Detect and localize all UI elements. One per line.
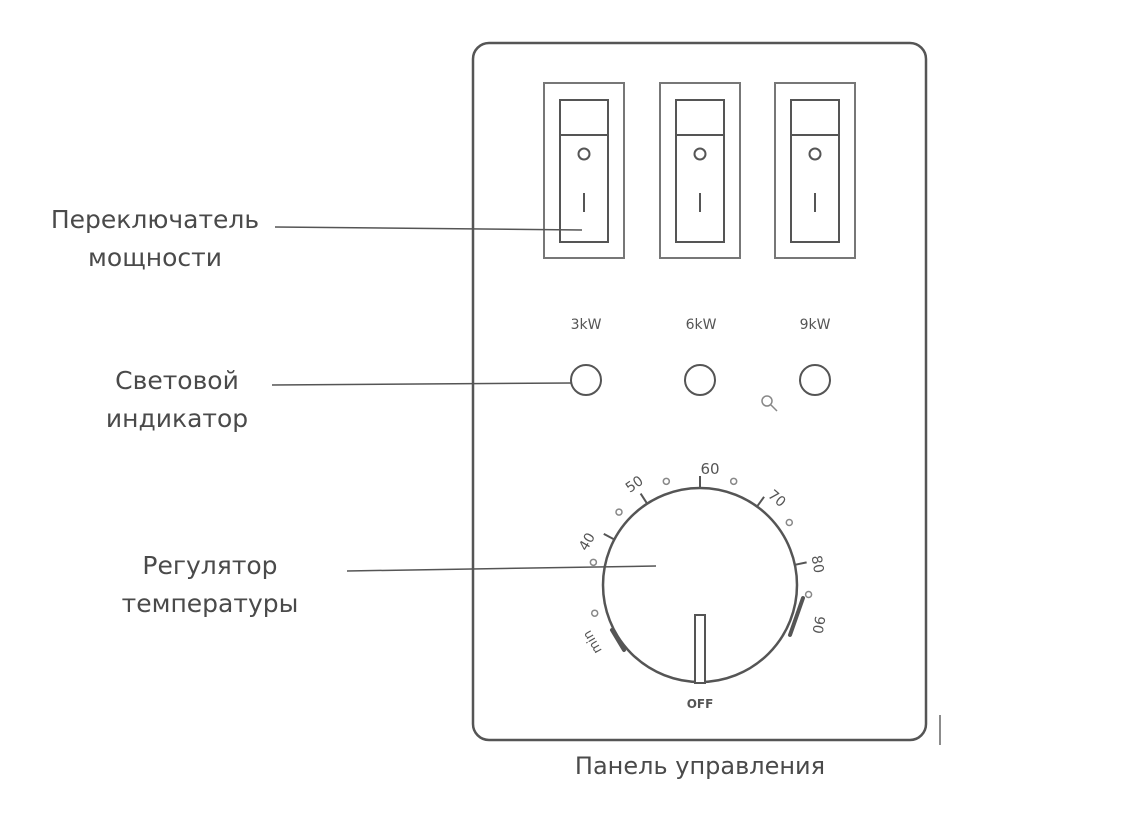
dial-label-off: OFF — [687, 697, 714, 711]
diagram-caption: Панель управления — [574, 752, 826, 780]
dial-major-tick — [639, 493, 649, 505]
power-label-6kw: 6kW — [686, 317, 717, 333]
dial-major-tick — [756, 496, 765, 508]
dial-minor-dot — [589, 558, 598, 567]
dial-label-70: 70 — [765, 487, 789, 511]
callout-power-switch: Переключатель мощности — [30, 201, 280, 277]
max-wedge-mark — [788, 596, 805, 637]
dial-label-60: 60 — [700, 460, 719, 478]
indicator-light-6kw — [684, 364, 716, 396]
power-label-9kw: 9kW — [800, 317, 831, 333]
dial-minor-dot — [729, 477, 738, 486]
indicator-light-3kw — [570, 364, 602, 396]
leader-line-regulator — [346, 565, 657, 572]
dial-scale-marks — [589, 476, 813, 617]
power-label-3kw: 3kW — [571, 317, 602, 333]
dial-minor-dot — [590, 609, 599, 617]
dial-label-50: 50 — [623, 473, 647, 496]
dial-label-40: 40 — [576, 530, 599, 553]
dial-minor-dot — [785, 518, 794, 527]
dial-label-min: min — [580, 627, 605, 656]
indicator-light-9kw — [799, 364, 831, 396]
min-wedge-mark — [610, 628, 626, 652]
callout-power-switch-line2: мощности — [88, 243, 222, 272]
dial-label-80: 80 — [808, 554, 827, 574]
dial-major-tick — [603, 532, 615, 541]
callout-temp-regulator: Регулятор температуры — [100, 547, 320, 623]
power-switch-9kw[interactable] — [774, 82, 856, 259]
dial-minor-dot — [804, 590, 813, 599]
magnifier-icon — [761, 395, 778, 412]
leader-line-indicator — [271, 382, 573, 386]
callout-temp-regulator-line2: температуры — [121, 589, 299, 618]
callout-power-switch-line1: Переключатель — [50, 205, 260, 234]
power-switch-6kw[interactable] — [659, 82, 741, 259]
dial-minor-dot — [662, 477, 671, 486]
control-panel-frame — [471, 41, 928, 742]
callout-light-indicator-line1: Световой — [115, 366, 239, 395]
dial-major-tick — [794, 561, 807, 566]
dial-label-90: 90 — [809, 615, 828, 635]
temperature-dial[interactable]: 40 50 60 70 80 90 min OFF — [576, 460, 827, 711]
callout-light-indicator: Световой индикатор — [72, 362, 282, 438]
leader-line-power-switch — [274, 226, 583, 231]
dial-minor-dot — [615, 508, 623, 516]
power-switch-3kw[interactable] — [543, 82, 625, 259]
callout-temp-regulator-line1: Регулятор — [142, 551, 278, 580]
callout-light-indicator-line2: индикатор — [105, 404, 249, 433]
